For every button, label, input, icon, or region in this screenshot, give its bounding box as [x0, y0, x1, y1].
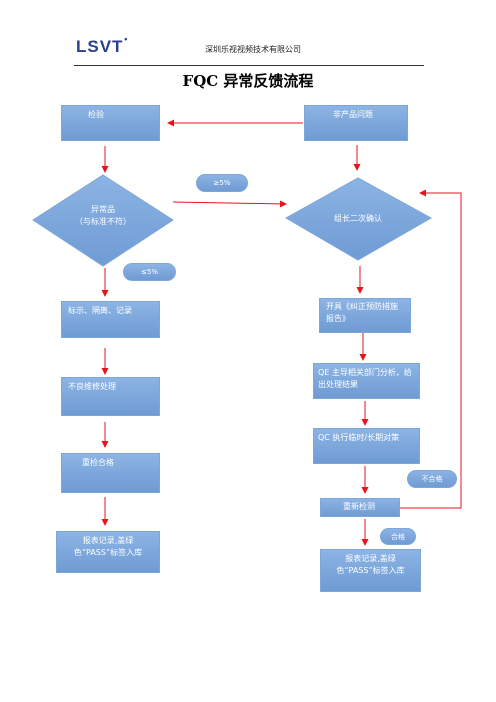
- node-open-cap-label: 开具《纠正预防措施报告》: [326, 302, 398, 323]
- node-abnormal-text: 异常品 （与标准不符）: [48, 204, 158, 228]
- label-fail-text: 不合格: [421, 475, 443, 483]
- node-repair-label: 不良维修处理: [68, 382, 116, 391]
- node-non-product: 非产品问题: [304, 105, 408, 141]
- node-retest-label: 重新检测: [343, 502, 375, 511]
- leader-confirm-diamond: [284, 177, 433, 261]
- node-qe-lead: QE 主导相关部门分析，给出处理结果: [313, 363, 420, 399]
- node-abnormal-label: 异常品: [91, 205, 115, 214]
- node-report-left-label: 报表记录,盖绿色“PASS”标签入库: [73, 536, 143, 557]
- label-le-5-percent-text: ≤5%: [141, 268, 158, 276]
- node-report-left: 报表记录,盖绿色“PASS”标签入库: [56, 531, 160, 573]
- abnormal-diamond: [32, 174, 174, 267]
- label-pass-text: 合格: [391, 532, 405, 541]
- node-leader-confirm-label: 组长二次确认: [334, 214, 382, 223]
- label-ge-5-percent: ≥5%: [196, 174, 248, 192]
- company-name: 深圳乐视视频技术有限公司: [205, 45, 301, 54]
- label-pass: 合格: [380, 528, 416, 545]
- node-repair: 不良维修处理: [61, 377, 160, 416]
- node-mark-isolate: 标示、隔离、记录: [61, 301, 160, 338]
- page-title: FQC 异常反馈流程: [182, 72, 314, 90]
- node-recheck-ok: 重检合格: [61, 453, 160, 493]
- node-retest: 重新检测: [320, 498, 400, 517]
- node-report-right-label: 报表记录,盖绿色“PASS”标签入库: [336, 554, 405, 575]
- company-logo: LSVT•: [76, 34, 129, 56]
- label-le-5-percent: ≤5%: [123, 263, 176, 281]
- arrow-fail-loop: [400, 189, 462, 509]
- node-qe-lead-label: QE 主导相关部门分析，给出处理结果: [318, 368, 412, 389]
- node-qc-execute-label: QC 执行临时/长期对策: [318, 433, 400, 442]
- label-ge-5-percent-text: ≥5%: [213, 179, 231, 187]
- node-recheck-ok-label: 重检合格: [82, 458, 114, 467]
- node-open-cap: 开具《纠正预防措施报告》: [319, 298, 411, 333]
- node-abnormal-sublabel: （与标准不符）: [75, 217, 131, 226]
- label-fail: 不合格: [407, 470, 457, 488]
- arrow-abnormal-to-leader: [172, 200, 287, 208]
- node-non-product-label: 非产品问题: [333, 110, 373, 119]
- node-qc-execute: QC 执行临时/长期对策: [313, 428, 420, 464]
- node-inspect-label: 检验: [88, 110, 104, 119]
- node-inspect: 检验: [61, 105, 160, 141]
- node-report-right: 报表记录,盖绿色“PASS”标签入库: [320, 549, 421, 592]
- node-mark-isolate-label: 标示、隔离、记录: [68, 306, 132, 315]
- header-divider: [74, 65, 424, 66]
